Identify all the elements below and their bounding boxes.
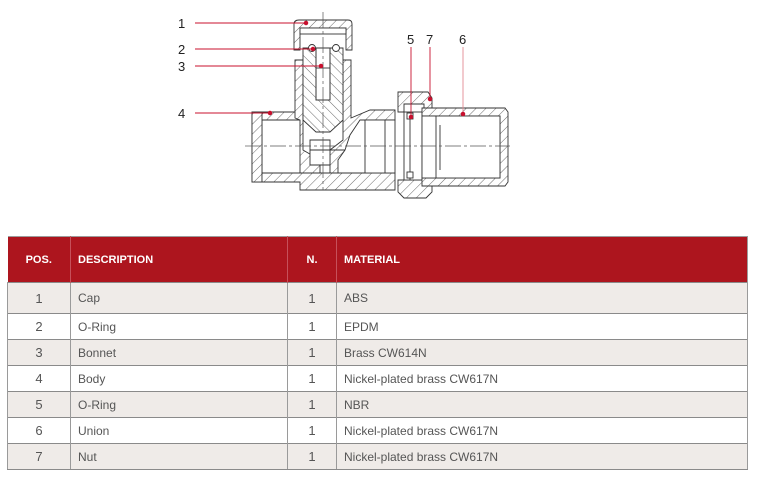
cell-material: ABS [336, 282, 748, 314]
header-material: MATERIAL [336, 236, 748, 283]
cell-n: 1 [287, 391, 337, 418]
cell-description: Bonnet [70, 339, 288, 366]
table-row: 2 O-Ring 1 EPDM [7, 313, 748, 340]
cell-description: Union [70, 417, 288, 444]
table-row: 6 Union 1 Nickel-plated brass CW617N [7, 417, 748, 444]
table-row: 7 Nut 1 Nickel-plated brass CW617N [7, 443, 748, 470]
cell-pos: 4 [7, 365, 71, 392]
cell-description: Cap [70, 282, 288, 314]
table-header-row: POS. DESCRIPTION N. MATERIAL [7, 236, 748, 283]
cell-n: 1 [287, 365, 337, 392]
parts-table: POS. DESCRIPTION N. MATERIAL 1 Cap 1 ABS… [7, 236, 748, 470]
cell-n: 1 [287, 313, 337, 340]
centerlines [245, 12, 510, 190]
table-row: 5 O-Ring 1 NBR [7, 391, 748, 418]
header-description: DESCRIPTION [70, 236, 288, 283]
cell-n: 1 [287, 282, 337, 314]
cell-n: 1 [287, 339, 337, 366]
table-row: 3 Bonnet 1 Brass CW614N [7, 339, 748, 366]
callout-6: 6 [459, 32, 466, 47]
cell-material: Brass CW614N [336, 339, 748, 366]
callout-5: 5 [407, 32, 414, 47]
cell-material: Nickel-plated brass CW617N [336, 365, 748, 392]
cell-material: Nickel-plated brass CW617N [336, 443, 748, 470]
cell-material: EPDM [336, 313, 748, 340]
table-row: 4 Body 1 Nickel-plated brass CW617N [7, 365, 748, 392]
cell-material: NBR [336, 391, 748, 418]
cell-description: Body [70, 365, 288, 392]
header-n: N. [287, 236, 337, 283]
cell-description: Nut [70, 443, 288, 470]
valve-section-drawing: 1 2 3 4 5 7 6 [178, 12, 510, 199]
cell-pos: 3 [7, 339, 71, 366]
cell-pos: 6 [7, 417, 71, 444]
table-row: 1 Cap 1 ABS [7, 282, 748, 314]
callout-1: 1 [178, 16, 185, 31]
cell-n: 1 [287, 443, 337, 470]
cell-pos: 1 [7, 282, 71, 314]
cell-material: Nickel-plated brass CW617N [336, 417, 748, 444]
cell-n: 1 [287, 417, 337, 444]
callout-4: 4 [178, 106, 185, 121]
callout-7: 7 [426, 32, 433, 47]
header-pos: POS. [7, 236, 71, 283]
cell-pos: 5 [7, 391, 71, 418]
callout-2: 2 [178, 42, 185, 57]
cell-description: O-Ring [70, 313, 288, 340]
cell-pos: 7 [7, 443, 71, 470]
valve-body [251, 19, 509, 199]
cell-pos: 2 [7, 313, 71, 340]
callout-leaders [195, 20, 466, 120]
callout-3: 3 [178, 59, 185, 74]
cell-description: O-Ring [70, 391, 288, 418]
